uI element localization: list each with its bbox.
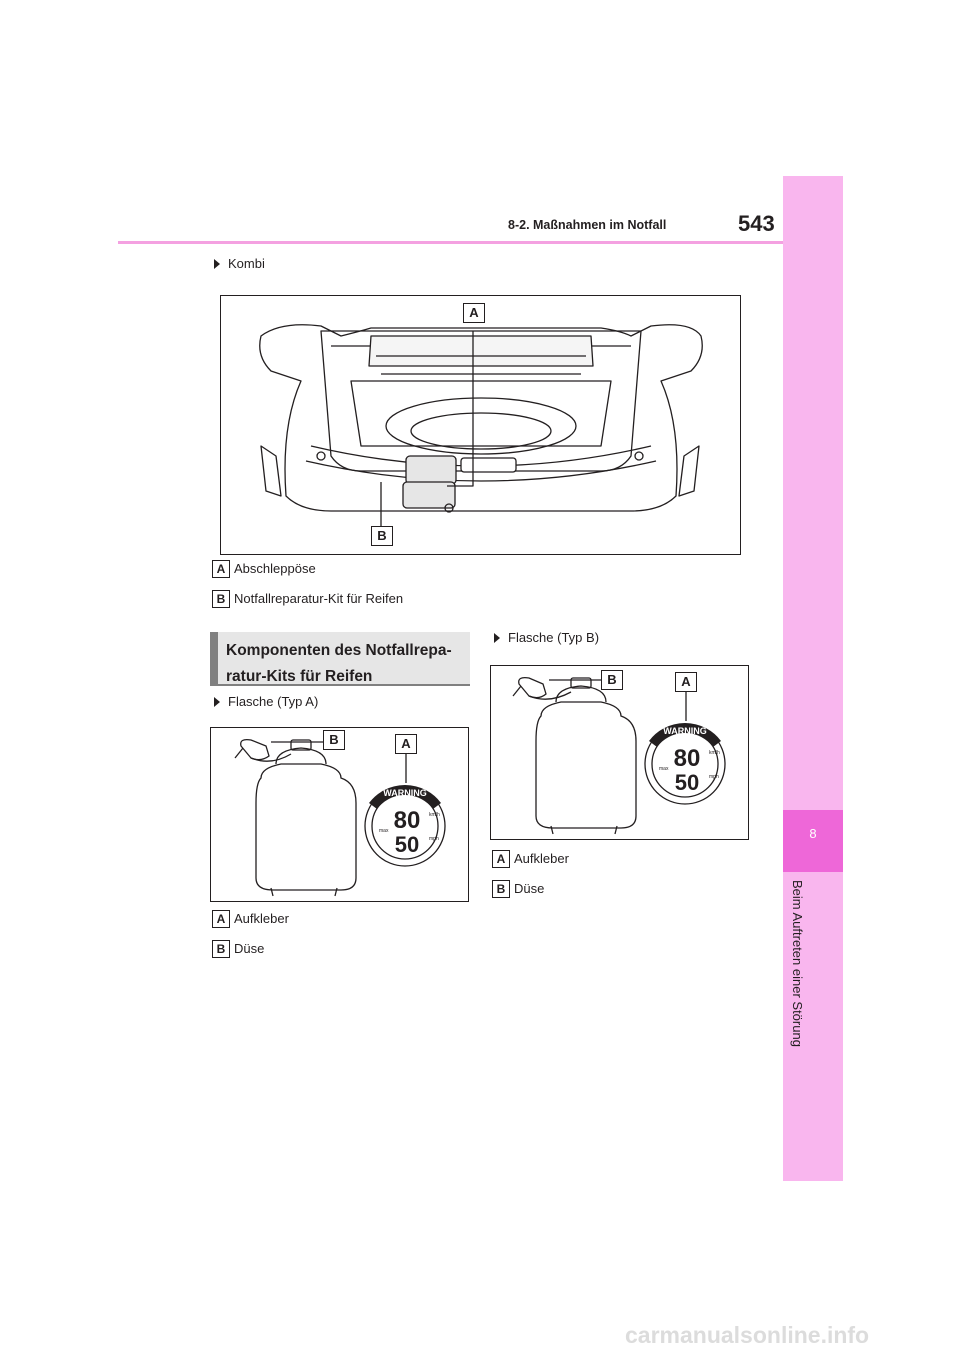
flasche-b-heading: Flasche (Typ B)	[494, 630, 599, 645]
flasche-a-illustration: WARNING 80 50 km/h mph max B A	[210, 727, 469, 902]
chapter-title-vertical: Beim Auftreten einer Störung	[790, 880, 812, 1180]
car-trunk-drawing	[259, 324, 703, 526]
running-header-section: 8-2. Maßnahmen im Notfall	[508, 218, 667, 232]
legend-key-a: A	[492, 850, 510, 868]
legend-key-b: B	[492, 880, 510, 898]
kombi-heading: Kombi	[214, 256, 265, 271]
sticker-unit-kmh: km/h	[429, 812, 440, 818]
sticker-speed-kmh: 80	[394, 807, 421, 834]
watermark: carmanualsonline.info	[625, 1322, 870, 1348]
chapter-side-tab	[783, 176, 843, 1181]
section-heading-box: Komponenten des Notfallrepa-ratur-Kits f…	[210, 632, 470, 686]
sticker-warning-text: WARNING	[383, 788, 427, 798]
legend-key-a: A	[212, 910, 230, 928]
legend-text-duese: Düse	[234, 941, 265, 956]
callout-a-flasche-b: A	[675, 672, 697, 692]
kombi-trunk-illustration: A B	[220, 295, 741, 555]
flasche-a-heading: Flasche (Typ A)	[214, 694, 318, 709]
kombi-heading-text: Kombi	[228, 256, 265, 271]
callout-b-flasche-b: B	[601, 670, 623, 690]
legend-text-aufkleber: Aufkleber	[514, 851, 569, 866]
header-rule	[118, 241, 783, 244]
sticker-speed-mph: 50	[395, 832, 419, 857]
chapter-number-box	[783, 810, 843, 872]
callout-a-flasche-a: A	[395, 734, 417, 754]
arrow-right-icon	[214, 697, 220, 707]
sticker-max: max	[379, 828, 389, 834]
callout-b-flasche-a: B	[323, 730, 345, 750]
legend-text-abschleppoese: Abschleppöse	[234, 561, 316, 576]
sticker-unit-kmh: km/h	[709, 750, 720, 756]
legend-key-b: B	[212, 940, 230, 958]
chapter-number: 8	[809, 826, 817, 841]
sticker-warning-text: WARNING	[663, 726, 707, 736]
chapter-title-text: Beim Auftreten einer Störung	[790, 880, 805, 1047]
legend-key-b: B	[212, 590, 230, 608]
page-number: 543	[738, 211, 775, 236]
flasche-b-heading-text: Flasche (Typ B)	[508, 630, 600, 645]
legend-text-reparatur-kit: Notfallreparatur-Kit für Reifen	[234, 591, 404, 606]
sticker-unit-mph: mph	[709, 774, 719, 780]
legend-key-a: A	[212, 560, 230, 578]
flasche-a-heading-text: Flasche (Typ A)	[228, 694, 319, 709]
bottle-b-drawing: WARNING 80 50 km/h mph max	[512, 676, 726, 835]
legend-text-aufkleber: Aufkleber	[234, 911, 289, 926]
callout-b-kombi: B	[371, 526, 393, 546]
section-heading-rule	[210, 684, 470, 686]
arrow-right-icon	[214, 259, 220, 269]
sticker-unit-mph: mph	[429, 836, 439, 842]
flasche-b-illustration: WARNING 80 50 km/h mph max B A	[490, 665, 749, 840]
arrow-right-icon	[494, 633, 500, 643]
legend-text-duese: Düse	[514, 881, 545, 896]
section-heading: Komponenten des Notfallrepa-ratur-Kits f…	[226, 642, 452, 685]
bottle-a-drawing: WARNING 80 50 km/h mph max	[234, 738, 446, 897]
callout-a-kombi: A	[463, 303, 485, 323]
sticker-max: max	[659, 766, 669, 772]
sticker-speed-mph: 50	[675, 770, 699, 795]
sticker-speed-kmh: 80	[674, 745, 701, 772]
